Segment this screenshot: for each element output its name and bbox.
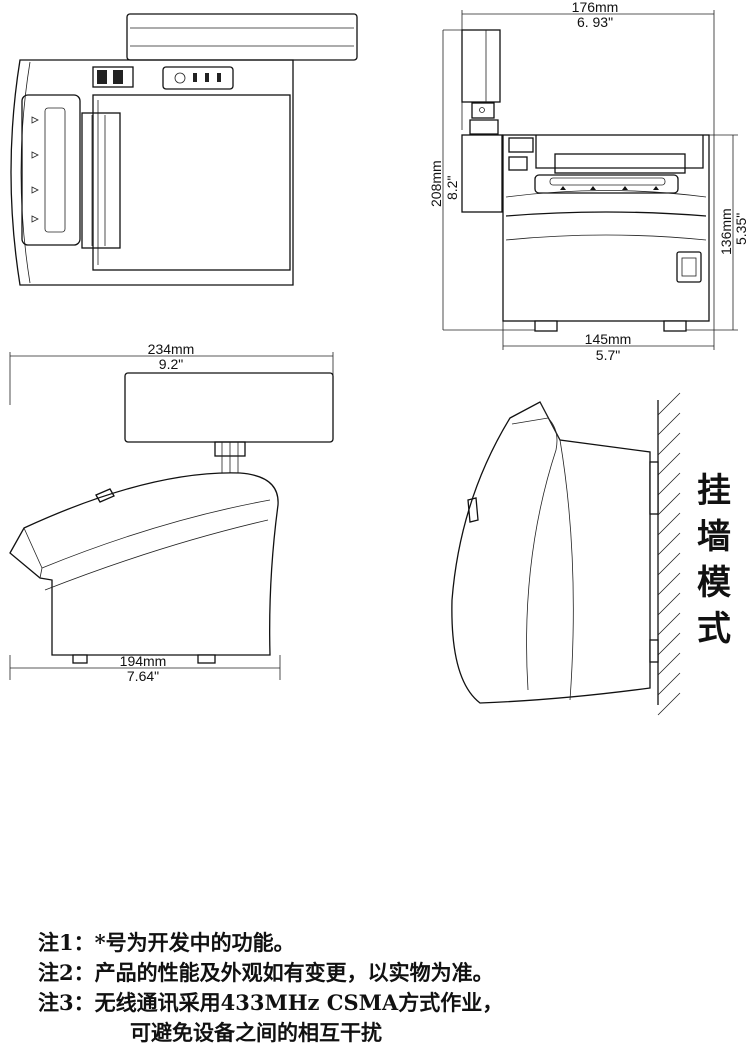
wall-mount-label: 挂墙模式 [697, 471, 731, 649]
printer-side-body [9, 472, 279, 656]
dim-base-mm: 194mm [120, 653, 167, 669]
dim-overall-mm: 234mm [148, 341, 195, 357]
dim-body-height-in: 5.35" [733, 213, 749, 245]
indicator-panel [162, 66, 234, 90]
note-3: 注3：无线通讯采用433MHz CSMA方式作业， [38, 990, 504, 1015]
note-3-continued: 可避免设备之间的相互干扰 [130, 1020, 382, 1045]
side-view: 234mm 9.2" 194mm 7.64" [9, 341, 334, 684]
display-top [126, 13, 358, 61]
wall-hatching [657, 392, 681, 716]
dim-height-mm: 208mm [428, 160, 444, 207]
top-view [10, 13, 358, 286]
dim-base-width-mm: 145mm [585, 331, 632, 347]
paper-cover [92, 94, 291, 271]
dim-width-mm: 176mm [572, 0, 619, 15]
switch-block [92, 66, 134, 88]
dim-height-in: 8.2" [444, 176, 460, 200]
dim-overall-in: 9.2" [159, 356, 183, 372]
printer-wall-body [451, 401, 651, 704]
display-side [461, 29, 501, 103]
dim-body-height-mm: 136mm [718, 208, 734, 255]
dim-base-width-in: 5.7" [596, 347, 620, 363]
notes: 注1：*号为开发中的功能。 注2：产品的性能及外观如有变更，以实物为准。 注3：… [38, 928, 503, 1048]
note-1: 注1：*号为开发中的功能。 [38, 930, 295, 955]
dim-base-in: 7.64" [127, 668, 159, 684]
printer-front-body [502, 134, 710, 322]
display-mount [461, 134, 503, 213]
cutter [81, 112, 121, 249]
note-2: 注2：产品的性能及外观如有变更，以实物为准。 [38, 960, 494, 985]
power-switch [676, 251, 702, 283]
wall-mount-view [451, 392, 681, 716]
display-front [124, 372, 334, 443]
dim-width-in: 6. 93" [577, 14, 613, 30]
control-panel [21, 94, 81, 246]
printer-top-outline [10, 59, 294, 286]
front-view: 176mm 6. 93" 208mm 8.2" 136mm 5.35" 145m… [428, 0, 749, 363]
